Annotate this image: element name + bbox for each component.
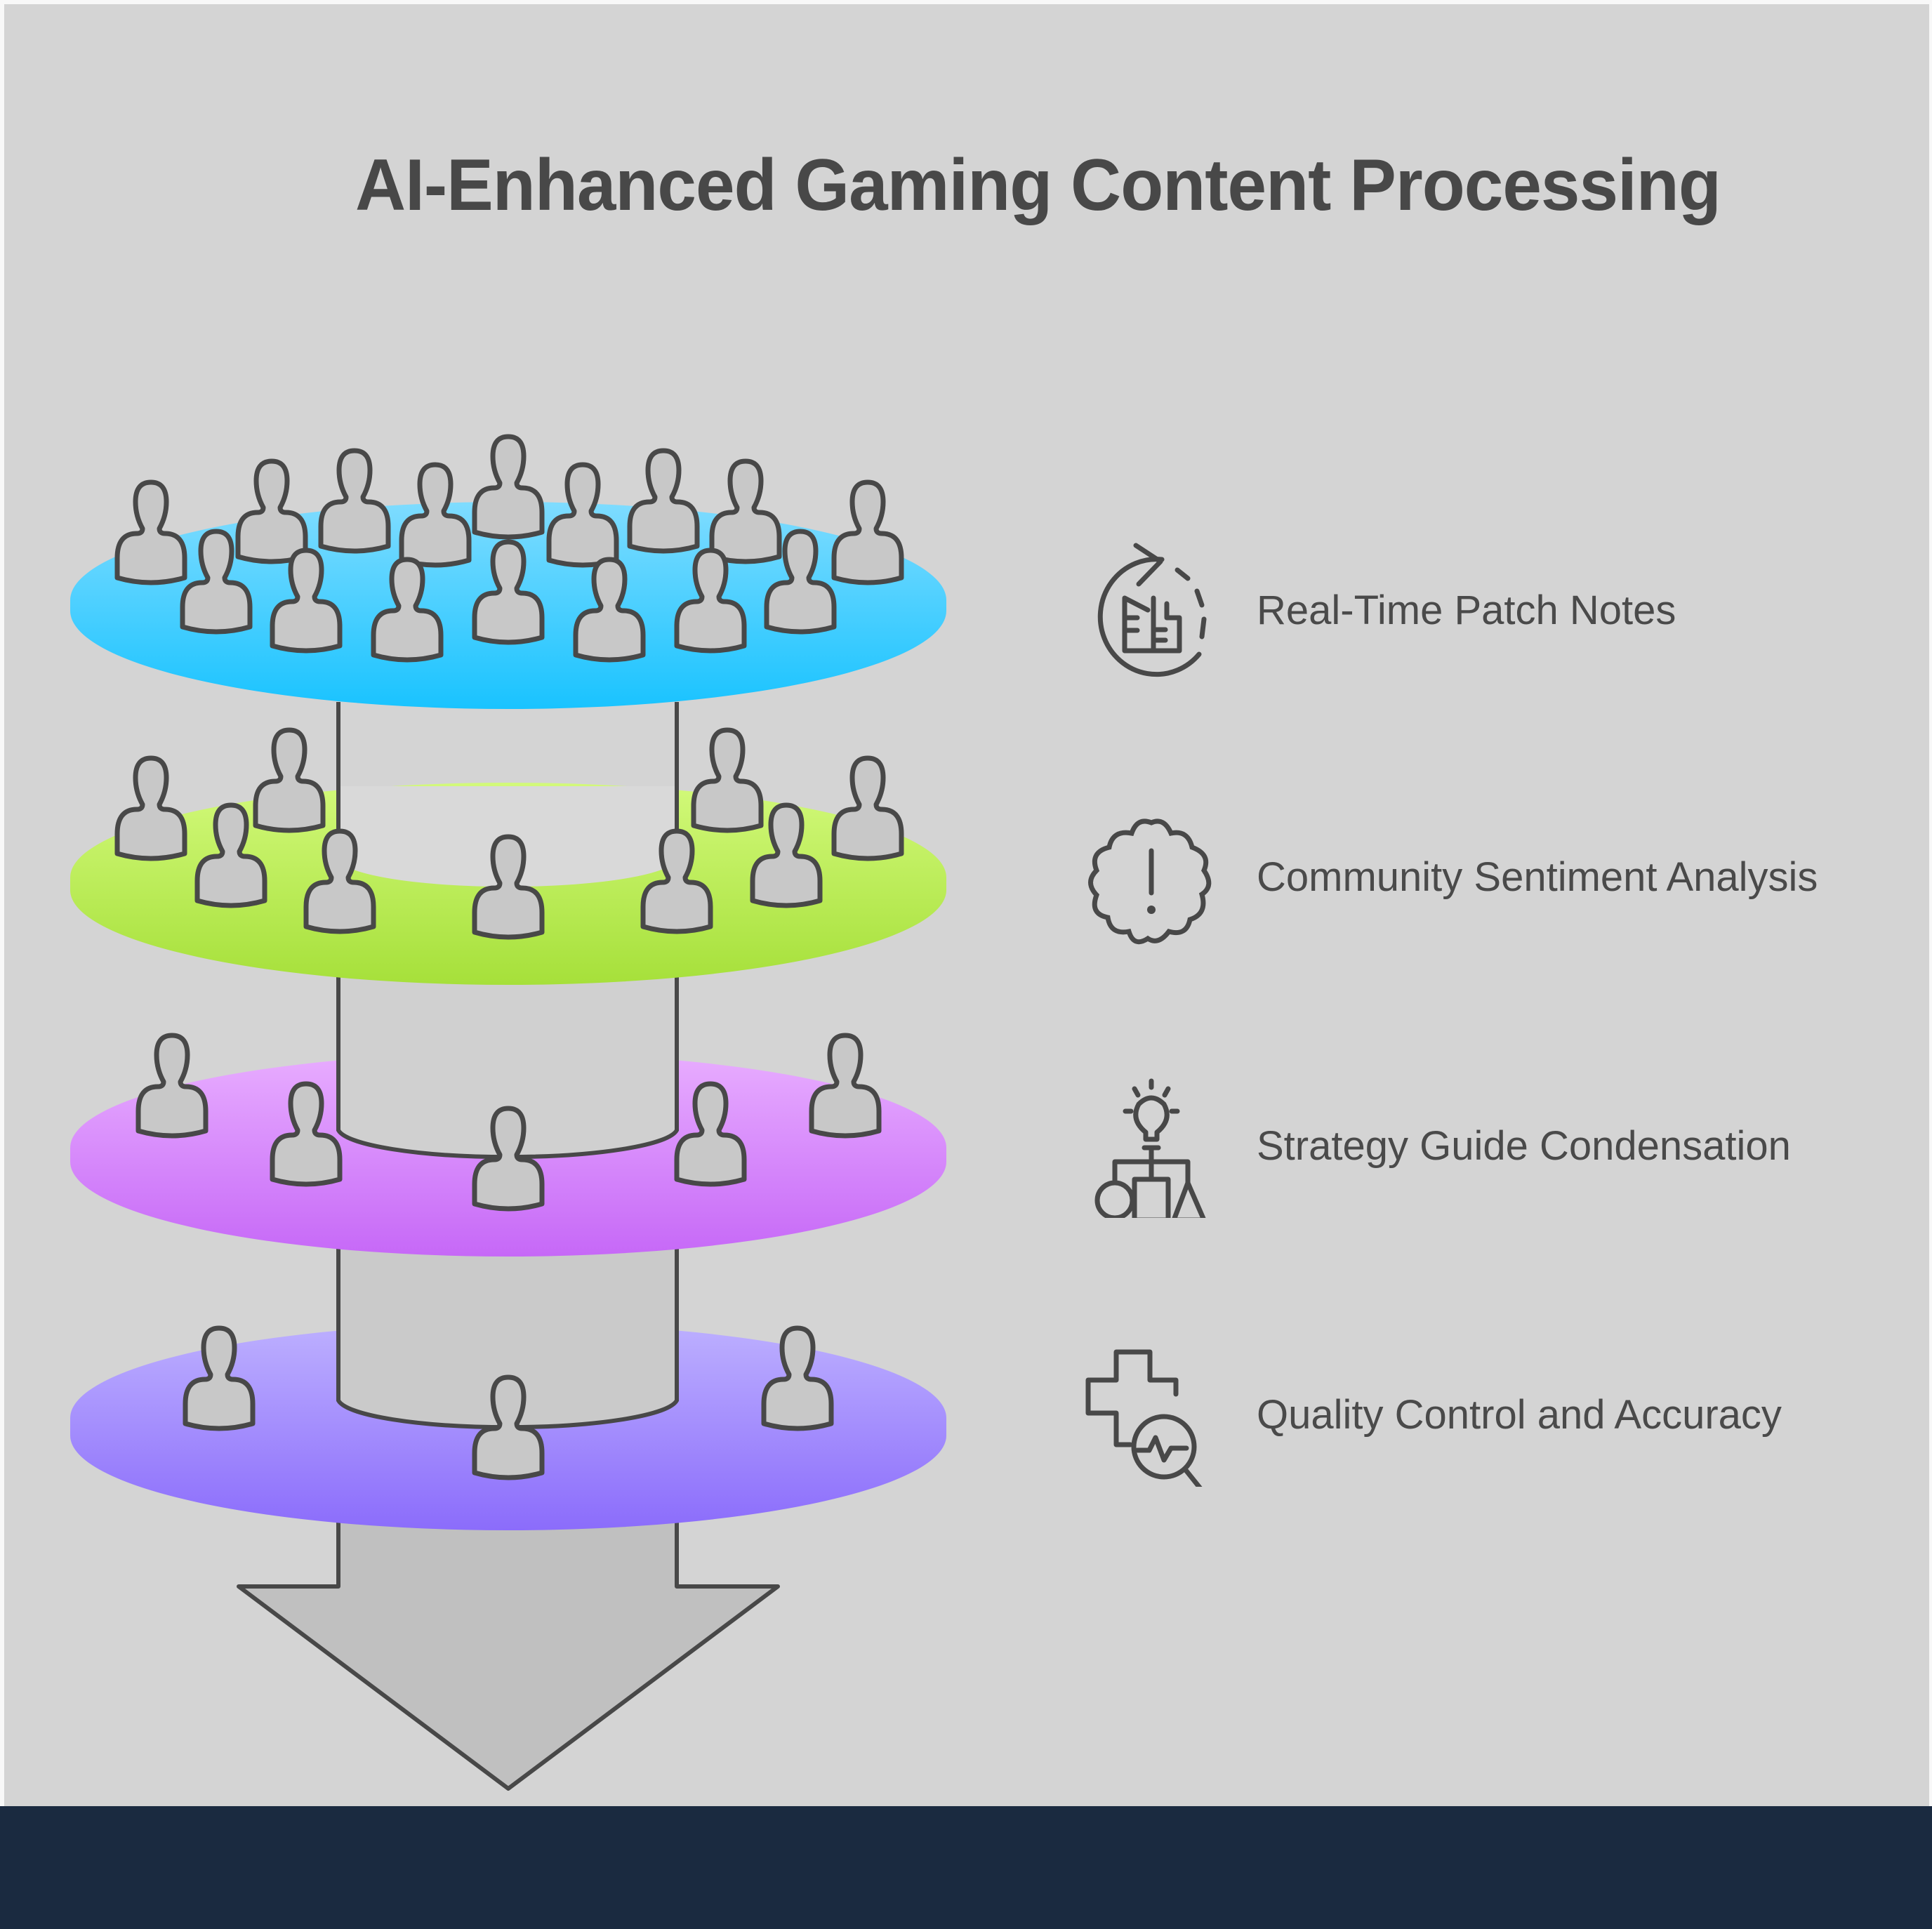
idea-shapes-icon [1094,1078,1206,1218]
person-icon [318,448,391,554]
person-icon [253,727,326,833]
person-icon [674,1081,747,1187]
layer-label-1: Real-Time Patch Notes [1257,588,1676,633]
layer-label-3: Strategy Guide Condensation [1257,1123,1791,1169]
person-icon [691,727,764,833]
person-icon [627,448,700,554]
person-icon [674,548,747,654]
layer-row-3: Strategy Guide Condensation [1081,1078,1924,1218]
person-icon [472,434,545,540]
page-title: AI-Enhanced Gaming Content Processing [355,145,1721,226]
person-icon [472,834,545,940]
person-icon [573,557,646,663]
person-icon [709,458,782,564]
health-check-icon [1085,1349,1203,1487]
person-icon [831,755,904,861]
layer-label-4: Quality Control and Accuracy [1257,1392,1782,1438]
layer-row-4: Quality Control and Accuracy [1081,1346,1924,1487]
person-icon [180,529,253,635]
person-icon [371,557,444,663]
person-icon [194,802,267,908]
people-layer [114,434,904,1480]
person-icon [640,828,713,934]
layer-row-1: Real-Time Patch Notes [1081,542,1924,682]
person-icon [750,802,823,908]
layer-label-2: Community Sentiment Analysis [1257,854,1818,900]
person-icon [399,462,472,568]
arrow-down-icon [237,1507,780,1791]
person-icon [303,828,376,934]
person-icon [472,1106,545,1212]
layer-row-2: Community Sentiment Analysis [1081,809,1924,949]
refresh-document-icon [1097,543,1207,677]
person-icon [472,539,545,645]
person-icon [761,1325,834,1431]
person-icon [270,1081,343,1187]
footer-band [0,1806,1932,1929]
person-icon [831,479,904,585]
person-icon [270,548,343,654]
person-icon [183,1325,256,1431]
person-icon [764,529,837,635]
person-icon [546,462,619,568]
person-icon [472,1374,545,1480]
person-icon [114,479,187,585]
person-icon [809,1033,882,1139]
person-icon [114,755,187,861]
person-icon [235,458,308,564]
cloud-alert-icon [1088,818,1212,945]
person-icon [135,1033,209,1139]
